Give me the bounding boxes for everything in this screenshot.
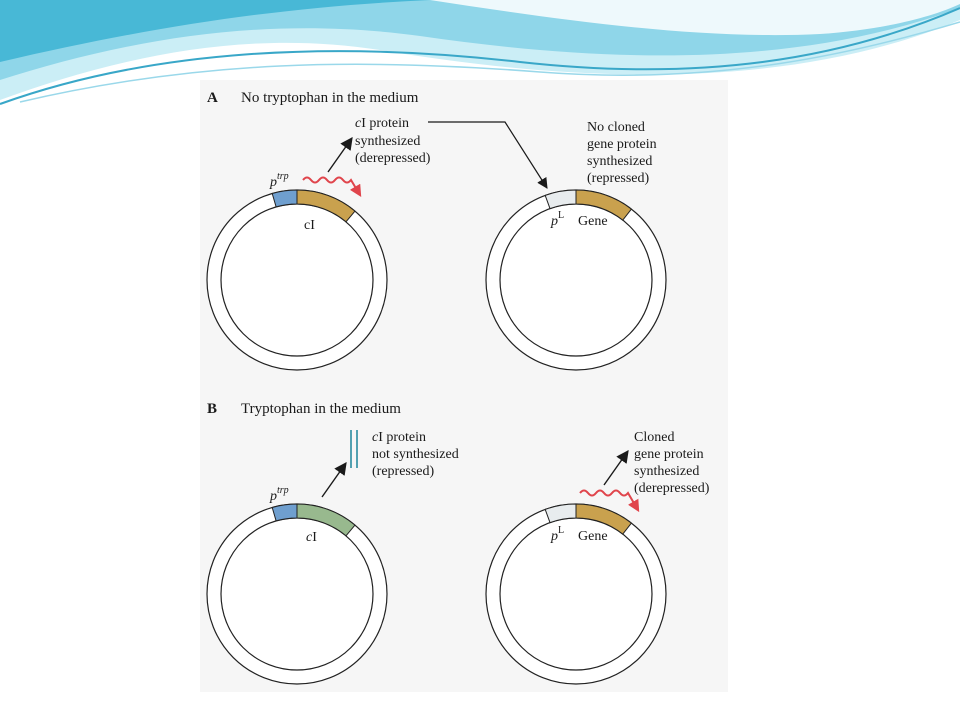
cloned-note-line4: (repressed) [587, 171, 650, 186]
cloned-note-line2: gene protein [587, 137, 657, 152]
ci-protein-note-line3: (derepressed) [355, 151, 431, 166]
panel-b: B Tryptophan in the medium ptrp cI cI pr… [206, 401, 710, 685]
cloned-gene-segment [575, 189, 633, 221]
ci-gene-label: cI [306, 530, 317, 545]
banner-swoosh-line [0, 7, 960, 105]
panel-a-right-plasmid: pL Gene No cloned gene protein synthesiz… [485, 120, 667, 371]
cloned-note-line4: (derepressed) [634, 481, 710, 496]
ci-protein-note-line2: synthesized [355, 134, 420, 149]
ci-protein-note-line1: cI protein [355, 116, 409, 131]
gene-label: Gene [578, 214, 608, 229]
promoter-trp-segment [271, 189, 298, 208]
ci-protein-note-line1: cI protein [372, 430, 426, 445]
ci-protein-arrow [321, 461, 347, 498]
cloned-note-line1: Cloned [634, 430, 674, 445]
panel-b-left-plasmid: ptrp cI cI protein not synthesized (repr… [206, 430, 459, 685]
cloned-note-line3: synthesized [587, 154, 652, 169]
cloned-protein-arrow [603, 449, 629, 486]
ci-gene-label: cI [304, 218, 315, 233]
gene-label: Gene [578, 529, 608, 544]
promoter-trp-label: ptrp [269, 171, 289, 190]
ci-protein-note-line2: not synthesized [372, 447, 459, 462]
panel-a-left-plasmid: ptrp cI cI protein synthesized (derepres… [206, 116, 548, 371]
slide-header-banner [0, 0, 960, 105]
banner-highlight [430, 0, 960, 36]
ci-protein-note-line3: (repressed) [372, 464, 435, 479]
panel-b-letter: B [207, 401, 217, 417]
promoter-pl-label: pL [550, 525, 564, 544]
cloned-note-line3: synthesized [634, 464, 699, 479]
ci-gene-segment [296, 189, 356, 223]
plasmid-ring-inner [499, 517, 653, 671]
plasmid-ring-inner [220, 203, 374, 357]
banner-swoosh-line-2 [19, 21, 960, 103]
plasmid-ring-inner [499, 203, 653, 357]
promoter-pl-label: pL [550, 210, 564, 229]
cloned-note-line2: gene protein [634, 447, 704, 462]
ci-gene-segment-repressed [296, 503, 356, 537]
ci-protein-arrow [327, 136, 353, 173]
panel-b-right-plasmid: pL Gene Cloned gene protein synthesized … [485, 430, 710, 685]
cloned-gene-segment [575, 503, 633, 535]
plasmid-ring-inner [220, 517, 374, 671]
promoter-trp-label: ptrp [269, 485, 289, 504]
panel-a: A No tryptophan in the medium ptrp cI cI… [206, 90, 667, 371]
panel-a-title: No tryptophan in the medium [241, 90, 419, 106]
repression-link-arrow [428, 121, 548, 189]
mrna-wavy-arrow [579, 489, 640, 513]
promoter-trp-segment [271, 503, 298, 522]
cloned-note-line1: No cloned [587, 120, 645, 135]
panel-b-title: Tryptophan in the medium [241, 401, 401, 417]
panel-a-letter: A [207, 90, 218, 106]
mrna-wavy-arrow [302, 176, 362, 198]
banner-wave-dark [0, 0, 430, 62]
